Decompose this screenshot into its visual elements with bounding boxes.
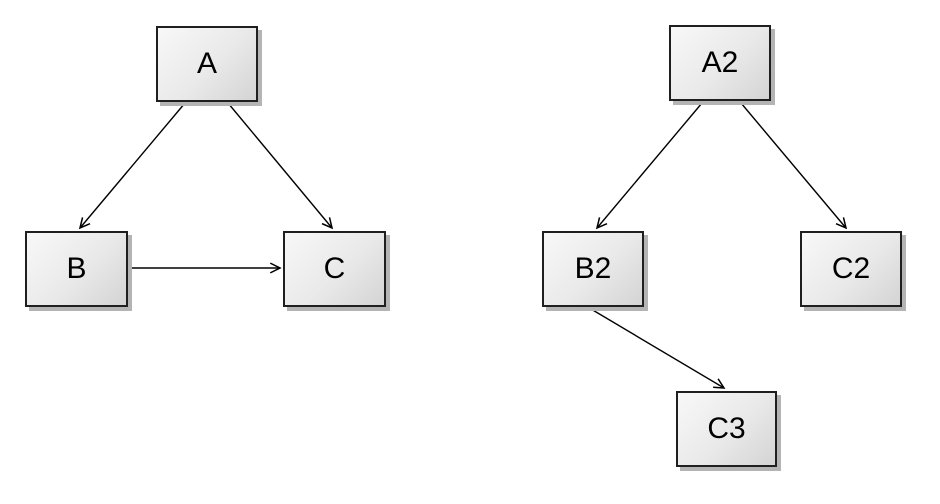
node-label: C2 [831,252,871,285]
edge-B2-C3[interactable] [590,308,724,388]
edge-A-C[interactable] [227,102,332,228]
node-B2[interactable]: B2 [542,231,644,307]
edge-A2-B2[interactable] [597,102,703,228]
node-C[interactable]: C [283,231,386,307]
node-C2[interactable]: C2 [800,231,902,307]
node-label: C [323,252,346,285]
node-label: C3 [707,412,746,445]
node-label: A [196,47,217,80]
edge-A-B[interactable] [80,102,186,228]
node-A[interactable]: A [156,26,258,102]
node-C3[interactable]: C3 [676,391,777,467]
node-label: A2 [701,46,739,79]
node-A2[interactable]: A2 [669,25,771,101]
node-label: B [66,252,87,285]
node-B[interactable]: B [25,231,128,307]
edge-A2-C2[interactable] [740,102,846,228]
node-label: B2 [574,252,612,285]
edges-group [80,102,846,388]
